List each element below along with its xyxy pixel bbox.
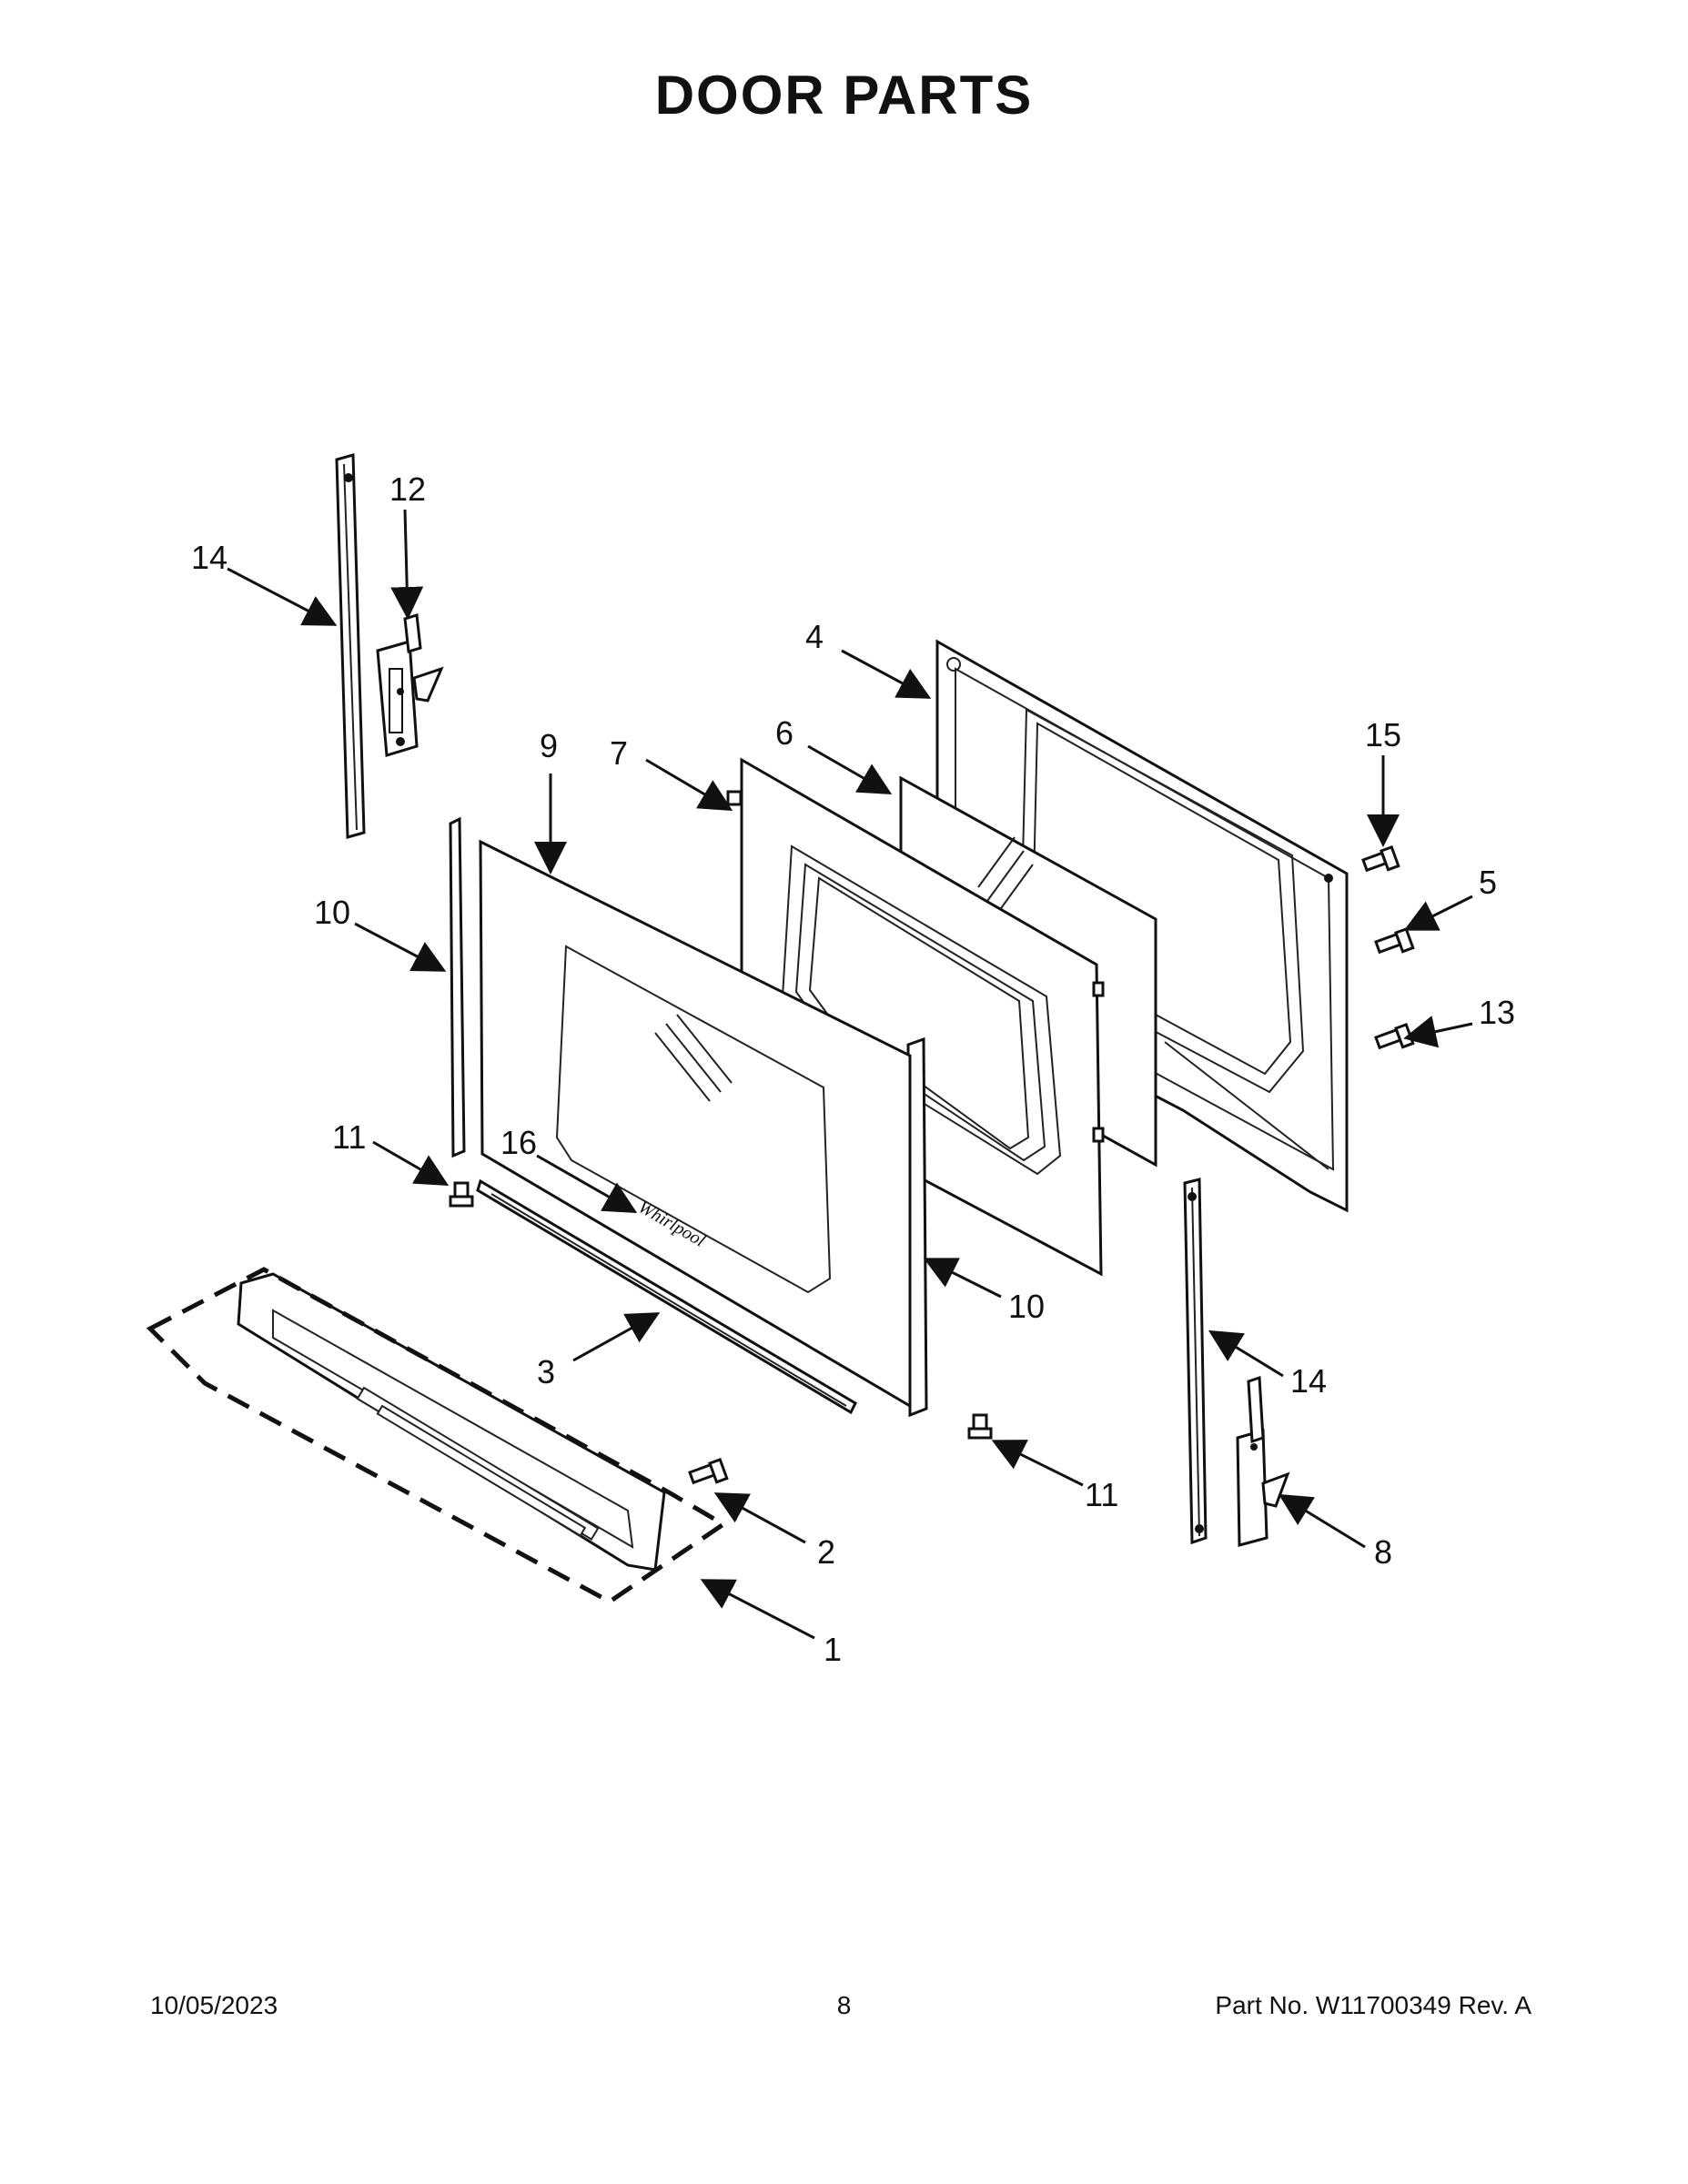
hinge-rail-left	[335, 453, 366, 839]
callout-15: 15	[1365, 716, 1401, 753]
bottom-channel	[476, 1178, 857, 1415]
callout-5: 5	[1479, 864, 1497, 901]
screw-right	[967, 1413, 993, 1440]
callout-11-right: 11	[1085, 1476, 1118, 1513]
screw-left	[449, 1181, 474, 1208]
callout-9: 9	[540, 727, 558, 764]
outer-door-glass: Whirlpool	[479, 839, 912, 1409]
callout-10-right: 10	[1008, 1288, 1045, 1325]
door-handle-trim	[237, 1272, 666, 1572]
screw-13	[1374, 1022, 1415, 1050]
callout-8: 8	[1374, 1533, 1392, 1571]
handle-assembly-dashed-outline	[146, 1267, 728, 1604]
callout-6: 6	[775, 714, 793, 752]
door-side-left	[449, 816, 466, 1158]
hinge-right	[1236, 1375, 1290, 1547]
hinge-rail-right	[1183, 1178, 1208, 1545]
callout-12: 12	[389, 470, 426, 508]
callout-1: 1	[824, 1631, 842, 1668]
callout-13: 13	[1479, 994, 1515, 1031]
hinge-left	[376, 613, 444, 757]
leader-lines	[227, 509, 1473, 1640]
callout-10-left: 10	[314, 894, 350, 931]
callout-14-left: 14	[191, 539, 227, 576]
callout-2: 2	[817, 1533, 835, 1571]
screw-15	[1361, 844, 1400, 873]
footer-part-number: Part No. W11700349 Rev. A	[1215, 1991, 1531, 2019]
callout-4: 4	[805, 618, 824, 655]
callout-7: 7	[610, 734, 628, 772]
callout-14-right: 14	[1290, 1362, 1327, 1400]
footer-page-number: 8	[836, 1991, 852, 2019]
footer-date: 10/05/2023	[150, 1991, 278, 2019]
callout-3: 3	[537, 1353, 555, 1390]
callout-11-left: 11	[332, 1118, 366, 1156]
handle-screw	[688, 1457, 729, 1485]
callout-16: 16	[500, 1124, 537, 1161]
callout-labels: 14 12 4 9 7 6 15 5 13 10 11 16 10 3 14 1…	[191, 470, 1515, 1668]
screw-5	[1374, 926, 1415, 955]
page-title: DOOR PARTS	[654, 65, 1034, 126]
handle-vents	[356, 1386, 600, 1541]
